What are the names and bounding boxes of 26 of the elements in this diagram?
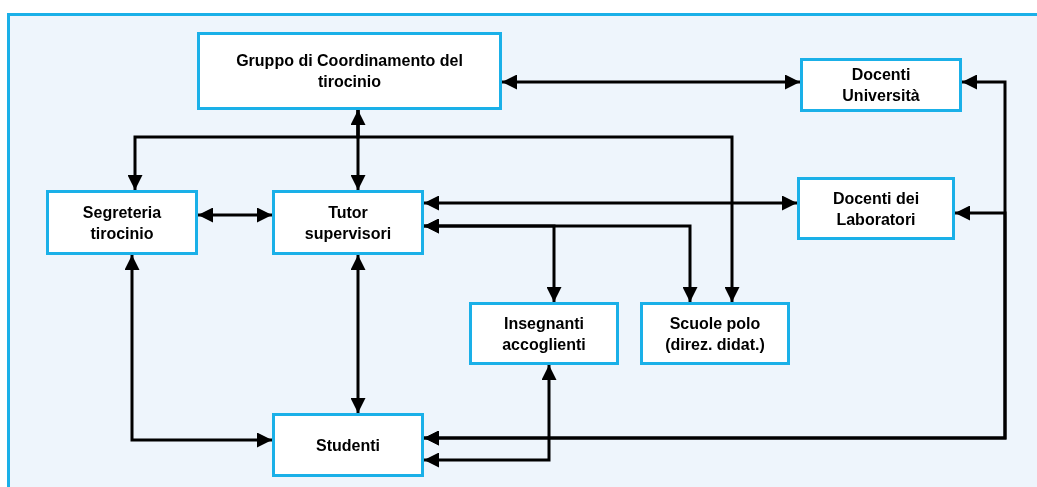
box-label: Tutor supervisori (303, 202, 393, 244)
process-box (640, 302, 790, 365)
box-label: Insegnanti accoglienti (501, 313, 587, 355)
process-box (469, 302, 619, 365)
box-label: Scuole polo (direz. didat.) (664, 313, 766, 355)
process-box (46, 190, 198, 255)
arrow (198, 207, 272, 223)
box-label: Studenti (316, 435, 380, 456)
process-box (197, 32, 502, 110)
process-box (272, 413, 424, 477)
box-label: Docenti dei Laboratori (831, 188, 921, 230)
process-box (797, 177, 955, 240)
arrow (124, 255, 272, 448)
arrow (424, 205, 1007, 446)
arrow (356, 110, 740, 302)
arrow (424, 365, 557, 468)
process-box (800, 58, 962, 112)
arrow (502, 74, 800, 90)
box-label: Docenti Università (841, 65, 921, 106)
box-label: Segreteria tirocinio (81, 202, 163, 244)
process-box (272, 190, 424, 255)
box-label: Gruppo di Coordinamento del tirocinio (235, 51, 464, 92)
arrow (350, 255, 366, 413)
arrow (424, 195, 797, 211)
arrow (424, 218, 698, 302)
arrow (350, 110, 366, 190)
